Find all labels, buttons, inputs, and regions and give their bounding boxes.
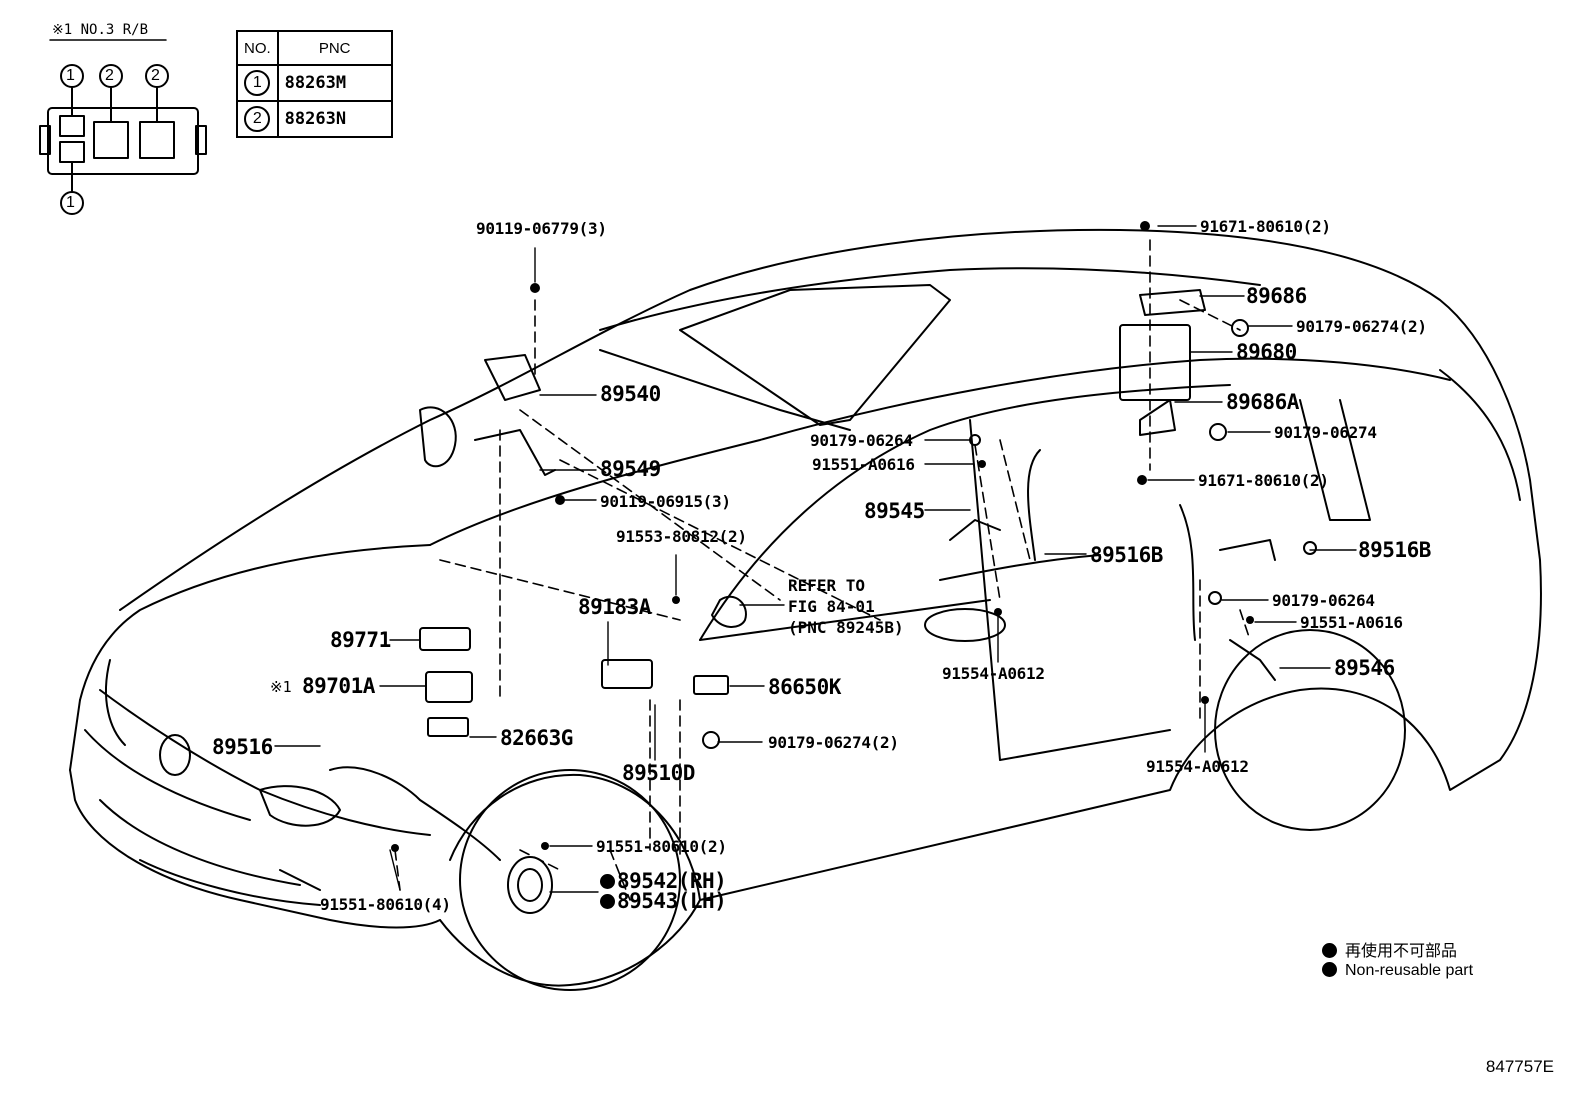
leader-lines xyxy=(274,225,1357,893)
callout-89542[interactable]: 89542(RH) xyxy=(600,869,727,893)
row-pnc: 88263M xyxy=(276,64,393,102)
header-no: NO. xyxy=(236,30,279,66)
callout-89543[interactable]: 89543(LH) xyxy=(600,889,727,913)
relay-marker-3: 2 xyxy=(151,67,160,84)
callout-91551-80610-4[interactable]: 91551-80610(4) xyxy=(320,895,451,914)
callout-89516B-a[interactable]: 89516B xyxy=(1090,543,1163,567)
callout-89771[interactable]: 89771 xyxy=(330,628,391,652)
relay-marker-4: 1 xyxy=(66,194,75,211)
callout-89686[interactable]: 89686 xyxy=(1246,284,1307,308)
non-reusable-icon xyxy=(1322,962,1337,977)
callout-89510D[interactable]: 89510D xyxy=(622,761,695,785)
car-body-outline xyxy=(69,228,1542,991)
fastener-dots xyxy=(391,221,1254,852)
callout-89701A-mark: ※1 xyxy=(270,678,292,696)
callout-90119-06779[interactable]: 90119-06779(3) xyxy=(476,219,607,238)
callout-89545[interactable]: 89545 xyxy=(864,499,925,523)
callout-90179-06264a[interactable]: 90179-06264 xyxy=(810,431,913,450)
callout-89516[interactable]: 89516 xyxy=(212,735,273,759)
callout-90179-06274[interactable]: 90179-06274 xyxy=(1274,423,1377,442)
non-reusable-icon xyxy=(1322,943,1337,958)
callout-82663G[interactable]: 82663G xyxy=(500,726,573,750)
callout-89701A[interactable]: 89701A xyxy=(302,674,375,698)
callout-91671-80610-2b[interactable]: 91671-80610(2) xyxy=(1198,471,1329,490)
callout-89183A[interactable]: 89183A xyxy=(578,595,651,619)
table-row: 1 88263M xyxy=(236,64,393,102)
callout-89540[interactable]: 89540 xyxy=(600,382,661,406)
callout-91671-80610-2a[interactable]: 91671-80610(2) xyxy=(1200,217,1331,236)
relay-block-note: ※1 NO.3 R/B xyxy=(52,22,149,38)
callout-90179-06264b[interactable]: 90179-06264 xyxy=(1272,591,1375,610)
callout-89549[interactable]: 89549 xyxy=(600,457,661,481)
non-reusable-icon xyxy=(600,874,615,889)
pnc-table-header: NO. PNC xyxy=(236,30,393,66)
relay-marker-1: 1 xyxy=(66,67,75,84)
relay-marker-2: 2 xyxy=(105,67,114,84)
callout-90119-06915[interactable]: 90119-06915(3) xyxy=(600,492,731,511)
callout-90179-06274-2a[interactable]: 90179-06274(2) xyxy=(768,733,899,752)
callout-86650K[interactable]: 86650K xyxy=(768,675,841,699)
figure-code: 847757E xyxy=(1485,1057,1554,1076)
row-number: 2 xyxy=(244,106,271,132)
callout-91551-A0616a[interactable]: 91551-A0616 xyxy=(812,455,915,474)
callout-91553-80812[interactable]: 91553-80812(2) xyxy=(616,527,747,546)
non-reusable-icon xyxy=(600,894,615,909)
row-pnc: 88263N xyxy=(276,100,393,138)
header-pnc: PNC xyxy=(276,30,393,66)
callout-89546[interactable]: 89546 xyxy=(1334,656,1395,680)
callout-91551-80610-2[interactable]: 91551-80610(2) xyxy=(596,837,727,856)
legend-jp: 再使用不可部品 xyxy=(1322,937,1457,961)
table-row: 2 88263N xyxy=(236,100,393,138)
callout-91551-A0616b[interactable]: 91551-A0616 xyxy=(1300,613,1403,632)
part-shapes xyxy=(329,289,1317,914)
dashed-guides xyxy=(394,239,1251,901)
callout-91554-A0612b[interactable]: 91554-A0612 xyxy=(1146,757,1249,776)
refer-note[interactable]: REFER TO FIG 84-01 (PNC 89245B) xyxy=(788,576,904,637)
legend-en: Non-reusable part xyxy=(1322,962,1473,980)
row-number: 1 xyxy=(244,70,271,96)
callout-89680[interactable]: 89680 xyxy=(1236,340,1297,364)
pnc-table: NO. PNC 1 88263M 2 88263N xyxy=(236,30,393,138)
callout-89516B-b[interactable]: 89516B xyxy=(1358,538,1431,562)
callout-90179-06274-2b[interactable]: 90179-06274(2) xyxy=(1296,317,1427,336)
callout-91554-A0612a[interactable]: 91554-A0612 xyxy=(942,664,1045,683)
callout-89686A[interactable]: 89686A xyxy=(1226,390,1299,414)
relay-block-drawing xyxy=(39,39,207,215)
